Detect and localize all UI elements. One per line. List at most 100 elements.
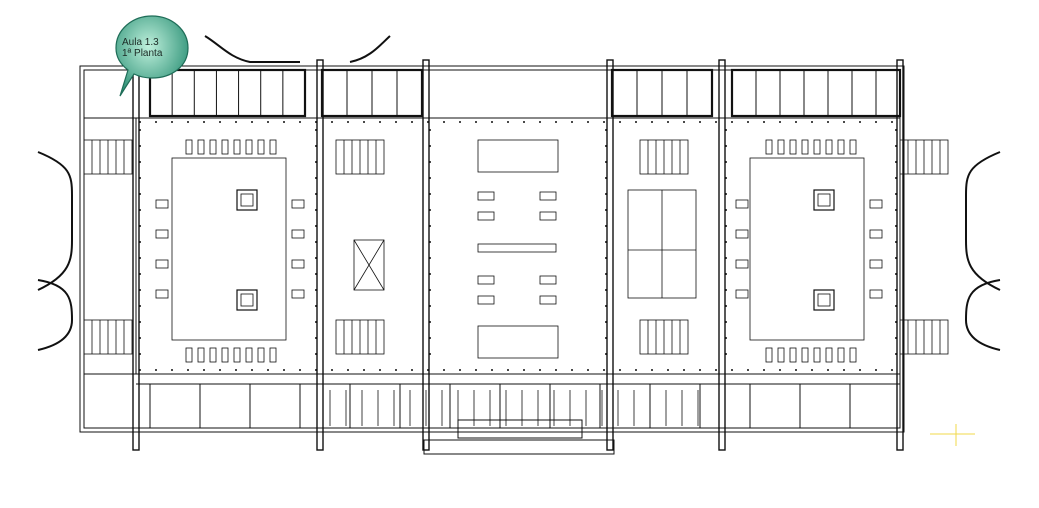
window-unit — [825, 347, 833, 363]
grid-dot — [283, 121, 285, 123]
grid-dot — [315, 145, 317, 147]
grid-dot — [139, 209, 141, 211]
skylight — [236, 289, 258, 311]
grid-dot — [843, 121, 845, 123]
window-unit — [245, 139, 253, 155]
grid-dot — [605, 353, 607, 355]
window-unit — [765, 139, 773, 155]
grid-dot — [605, 241, 607, 243]
grid-dot — [299, 121, 301, 123]
grid-dot — [315, 337, 317, 339]
grid-dot — [429, 353, 431, 355]
window-unit — [291, 259, 305, 269]
grid-dot — [283, 369, 285, 371]
grid-dot — [605, 305, 607, 307]
service-core — [335, 319, 385, 355]
grid-dot — [139, 241, 141, 243]
grid-dot — [363, 121, 365, 123]
grid-dot — [491, 121, 493, 123]
grid-dot — [443, 369, 445, 371]
grid-dot — [683, 121, 685, 123]
grid-dot — [139, 145, 141, 147]
grid-dot — [251, 369, 253, 371]
grid-dot — [619, 121, 621, 123]
grid-dot — [507, 121, 509, 123]
grid-dot — [251, 121, 253, 123]
window-unit — [221, 139, 229, 155]
east-hall — [749, 157, 865, 341]
grid-dot — [139, 257, 141, 259]
grid-dot — [139, 273, 141, 275]
grid-dot — [605, 289, 607, 291]
grid-dot — [895, 225, 897, 227]
grid-dot — [139, 369, 141, 371]
grid-dot — [605, 193, 607, 195]
grid-dot — [539, 369, 541, 371]
grid-dot — [315, 321, 317, 323]
window-unit — [185, 347, 193, 363]
window-unit — [257, 139, 265, 155]
grid-dot — [429, 337, 431, 339]
grid-dot — [699, 121, 701, 123]
grid-dot — [429, 305, 431, 307]
window-unit — [209, 139, 217, 155]
grid-dot — [605, 129, 607, 131]
grid-dot — [605, 321, 607, 323]
east-curved-ramp-2 — [964, 279, 1001, 351]
grid-dot — [429, 289, 431, 291]
window-unit — [837, 139, 845, 155]
grid-dot — [139, 289, 141, 291]
grid-dot — [605, 209, 607, 211]
grid-dot — [139, 353, 141, 355]
window-unit — [291, 199, 305, 209]
bench — [477, 211, 495, 221]
location-marker-label: Aula 1.3 1ª Planta — [122, 37, 186, 59]
grid-dot — [459, 121, 461, 123]
grid-dot — [315, 369, 317, 371]
window-unit — [813, 139, 821, 155]
atrium-void-south — [477, 325, 559, 359]
grid-dot — [725, 225, 727, 227]
grid-dot — [827, 121, 829, 123]
grid-dot — [187, 369, 189, 371]
grid-dot — [429, 273, 431, 275]
grid-dot — [779, 121, 781, 123]
grid-dot — [235, 121, 237, 123]
grid-dot — [475, 369, 477, 371]
grid-dot — [895, 337, 897, 339]
grid-dot — [429, 161, 431, 163]
grid-dot — [895, 321, 897, 323]
grid-dot — [315, 177, 317, 179]
entrance-portico — [457, 419, 583, 439]
grid-dot — [725, 129, 727, 131]
window-unit — [185, 139, 193, 155]
window-unit — [735, 199, 749, 209]
structural-pier — [316, 59, 324, 451]
grid-dot — [635, 121, 637, 123]
grid-dot — [315, 193, 317, 195]
window-unit — [765, 347, 773, 363]
grid-dot — [811, 121, 813, 123]
grid-dot — [347, 369, 349, 371]
service-core — [83, 319, 133, 355]
window-unit — [155, 289, 169, 299]
grid-dot — [139, 193, 141, 195]
grid-dot — [523, 121, 525, 123]
grid-dot — [859, 369, 861, 371]
service-core — [899, 139, 949, 175]
bench — [477, 275, 495, 285]
skylight — [813, 289, 835, 311]
bench — [477, 295, 495, 305]
north-room-band — [730, 68, 902, 118]
grid-dot — [795, 121, 797, 123]
skylight-inner — [240, 293, 254, 307]
grid-dot — [699, 369, 701, 371]
grid-dot — [571, 369, 573, 371]
grid-dot — [139, 305, 141, 307]
grid-dot — [603, 369, 605, 371]
grid-dot — [571, 121, 573, 123]
location-marker-pin[interactable] — [112, 14, 192, 100]
grid-dot — [605, 225, 607, 227]
marker-floor-name: 1ª Planta — [122, 48, 163, 59]
